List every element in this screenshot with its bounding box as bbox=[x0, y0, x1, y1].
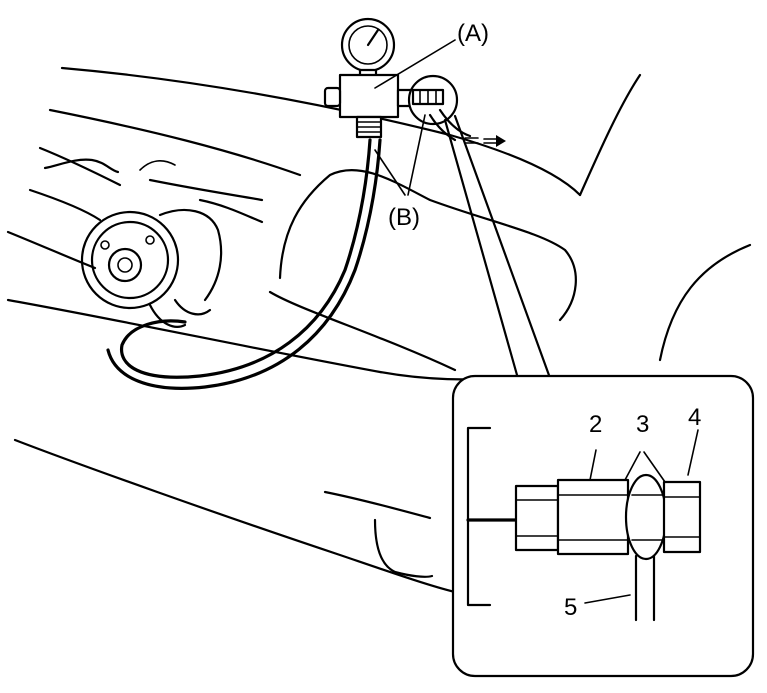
pressure-hose bbox=[106, 138, 382, 390]
label-5: 5 bbox=[564, 594, 577, 621]
label-4: 4 bbox=[688, 404, 701, 431]
label-3: 3 bbox=[636, 411, 649, 438]
power-steering-pump bbox=[80, 208, 223, 328]
label-2: 2 bbox=[589, 411, 602, 438]
leader-lines bbox=[374, 39, 552, 380]
gauge-assembly bbox=[323, 17, 414, 139]
label-b: (B) bbox=[388, 204, 420, 231]
label-a: (A) bbox=[457, 20, 489, 47]
outlet-connection bbox=[407, 74, 506, 147]
car-body bbox=[6, 66, 752, 594]
detail-inset bbox=[451, 374, 755, 678]
